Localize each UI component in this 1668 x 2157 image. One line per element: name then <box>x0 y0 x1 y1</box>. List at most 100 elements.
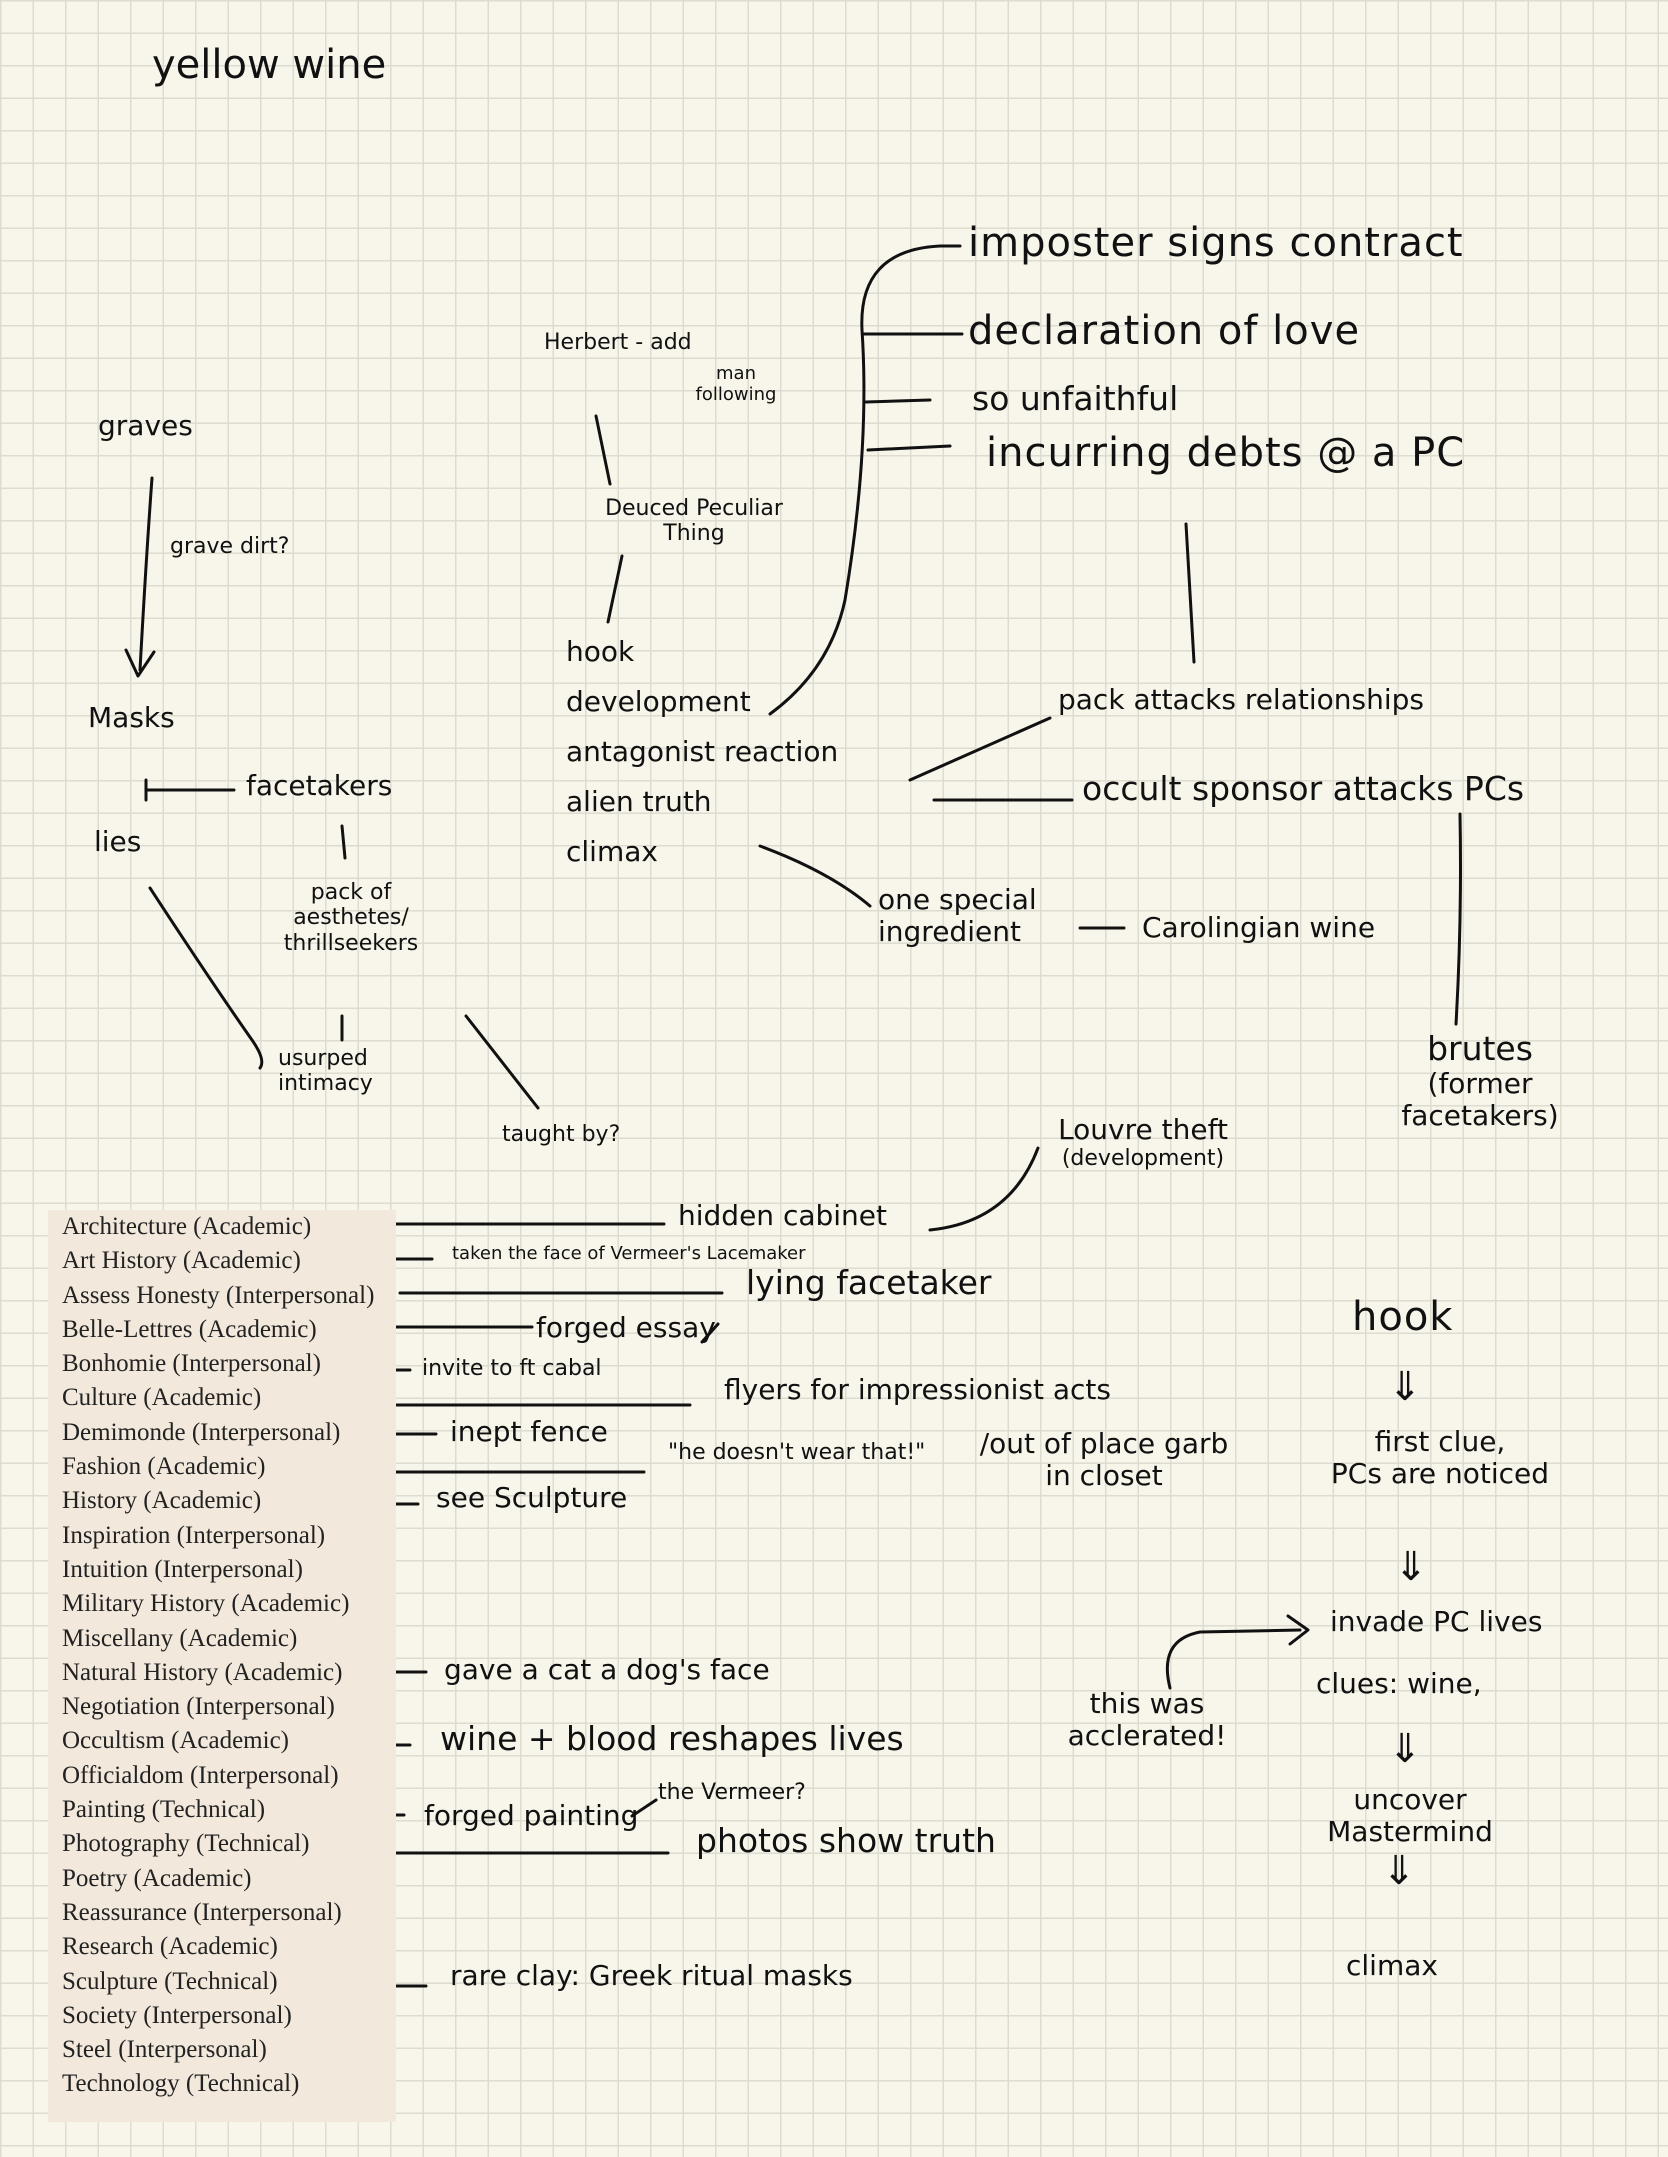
flow-arrow-2: ⇓ <box>1394 1544 1429 1590</box>
note-the-vermeer: the Vermeer? <box>658 1780 806 1805</box>
flow-climax: climax <box>1346 1949 1438 1982</box>
flow-arrow-1: ⇓ <box>1388 1364 1423 1410</box>
structure-climax: climax <box>566 835 658 868</box>
facetakers-pack-link <box>340 824 347 860</box>
skill-item: Reassurance (Interpersonal) <box>62 1898 342 1926</box>
flow-arrow-4: ⇓ <box>1382 1848 1417 1894</box>
lying-tick <box>700 1322 720 1344</box>
deuced-line-2: Thing <box>663 521 725 547</box>
note-doesnt-wear: "he doesn't wear that!" <box>668 1440 926 1465</box>
brutes-line-2: (former <box>1427 1066 1533 1100</box>
first-clue-line-1: first clue, <box>1374 1425 1506 1458</box>
skill-item: Society (Interpersonal) <box>62 2001 292 2029</box>
skill-list: Architecture (Academic)Art History (Acad… <box>62 1210 374 2102</box>
skill-item: Officialdom (Interpersonal) <box>62 1761 339 1789</box>
node-usurped-intimacy: usurped intimacy <box>278 1046 373 1097</box>
node-carolingian: Carolingian wine <box>1142 911 1376 944</box>
skill-item: Bonhomie (Interpersonal) <box>62 1350 321 1378</box>
structure-development: development <box>566 685 751 718</box>
graves-arrowhead <box>124 648 156 678</box>
graves-arrow <box>138 476 154 672</box>
node-occult-sponsor: occult sponsor attacks PCs <box>1082 769 1525 808</box>
skill-item: Architecture (Academic) <box>62 1213 312 1240</box>
node-herbert-sub: man following <box>676 363 796 405</box>
skill-item: Research (Academic) <box>62 1933 278 1961</box>
accelerated-line-1: this was <box>1089 1687 1205 1720</box>
skill-item: Occultism (Academic) <box>62 1727 289 1755</box>
note-hidden-cabinet: hidden cabinet <box>678 1199 888 1232</box>
node-louvre: Louvre theft (development) <box>1028 1113 1258 1172</box>
pack-line-2: aesthetes/ <box>293 905 409 931</box>
out-of-place-line-2: in closet <box>1045 1459 1163 1493</box>
flow-arrow-3: ⇓ <box>1388 1726 1423 1772</box>
one-special-line-1: one special <box>878 883 1037 916</box>
lies-usurped-link <box>148 886 264 1070</box>
node-pack-attacks: pack attacks relationships <box>1058 683 1424 716</box>
node-herbert: Herbert - add <box>544 330 692 355</box>
note-wine-blood: wine + blood reshapes lives <box>440 1719 904 1758</box>
reaction-pack-link <box>908 716 1052 782</box>
note-vermeer-face: taken the face of Vermeer's Lacemaker <box>452 1243 806 1264</box>
dev-imposter: imposter signs contract <box>968 220 1464 266</box>
flow-clues-wine: clues: wine, <box>1316 1667 1482 1700</box>
note-forged-painting: forged painting <box>424 1799 639 1832</box>
node-graves: graves <box>98 409 193 442</box>
pack-taught-link <box>464 1014 540 1110</box>
pack-line-1: pack of <box>310 880 392 905</box>
accelerated-arrowhead <box>1286 1614 1310 1646</box>
structure-list: hook development antagonist reaction ali… <box>566 635 838 886</box>
herbert-sub-2: following <box>695 383 777 405</box>
debts-link <box>1184 522 1196 664</box>
note-photos: photos show truth <box>696 1821 996 1860</box>
skill-item: Negotiation (Interpersonal) <box>62 1693 335 1721</box>
louvre-cabinet-link <box>928 1146 1040 1232</box>
flow-invade: invade PC lives <box>1330 1605 1543 1638</box>
skill-item: Culture (Academic) <box>62 1384 262 1412</box>
note-rare-clay: rare clay: Greek ritual masks <box>450 1959 853 1992</box>
skill-item: Poetry (Academic) <box>62 1864 252 1892</box>
dev-debts: incurring debts @ a PC <box>986 430 1466 476</box>
skill-list-panel: Architecture (Academic)Art History (Acad… <box>48 1210 396 2122</box>
forged-vermeer-link <box>630 1798 658 1818</box>
page-title: yellow wine <box>152 42 387 88</box>
node-one-special: one special ingredient <box>878 883 1037 949</box>
node-grave-dirt: grave dirt? <box>170 534 290 559</box>
brutes-line-3: facetakers) <box>1401 1099 1559 1133</box>
node-pack-aesthetes: pack of aesthetes/ thrillseekers <box>266 880 436 956</box>
accelerated-line-2: acclerated! <box>1067 1719 1227 1753</box>
skill-item: Fashion (Academic) <box>62 1453 266 1481</box>
skill-item: History (Academic) <box>62 1487 262 1515</box>
skill-item: Inspiration (Interpersonal) <box>62 1521 326 1549</box>
uncover-line-1: uncover <box>1353 1783 1467 1816</box>
uncover-line-2: Mastermind <box>1327 1815 1493 1849</box>
usurped-line-1: usurped <box>278 1046 368 1071</box>
note-inept-fence: inept fence <box>450 1415 608 1448</box>
out-of-place-line-1: /out of place garb <box>979 1427 1229 1460</box>
bracket-link-3 <box>866 444 952 452</box>
bracket-link-2 <box>864 398 932 404</box>
skill-item: Sculpture (Technical) <box>62 1967 278 1995</box>
node-brutes: brutes (former facetakers) <box>1380 1030 1580 1132</box>
node-lies: lies <box>94 825 142 858</box>
skill-item: Natural History (Academic) <box>62 1658 343 1686</box>
note-see-sculpture: see Sculpture <box>436 1481 628 1514</box>
skill-item: Photography (Technical) <box>62 1830 310 1858</box>
usurped-line-2: intimacy <box>278 1071 373 1097</box>
flow-uncover: uncover Mastermind <box>1300 1783 1520 1849</box>
louvre-line-2: (development) <box>1061 1146 1225 1172</box>
flow-first-clue: first clue, PCs are noticed <box>1320 1425 1560 1491</box>
skill-item: Demimonde (Interpersonal) <box>62 1418 341 1446</box>
first-clue-line-2: PCs are noticed <box>1330 1457 1550 1491</box>
skill-item: Military History (Academic) <box>62 1590 350 1618</box>
louvre-line-1: Louvre theft <box>1058 1113 1228 1146</box>
note-lying-facetaker: lying facetaker <box>746 1263 992 1302</box>
node-taught-by: taught by? <box>502 1122 621 1147</box>
note-forged-essay: forged essay <box>536 1311 716 1344</box>
deuced-line-1: Deuced Peculiar <box>605 496 783 521</box>
skill-item: Technology (Technical) <box>62 2070 300 2098</box>
occult-brutes-link <box>1454 812 1462 1026</box>
development-bracket <box>768 244 962 716</box>
structure-alien-truth: alien truth <box>566 785 712 818</box>
one-special-line-2: ingredient <box>878 915 1021 949</box>
node-facetakers: facetakers <box>246 769 393 802</box>
